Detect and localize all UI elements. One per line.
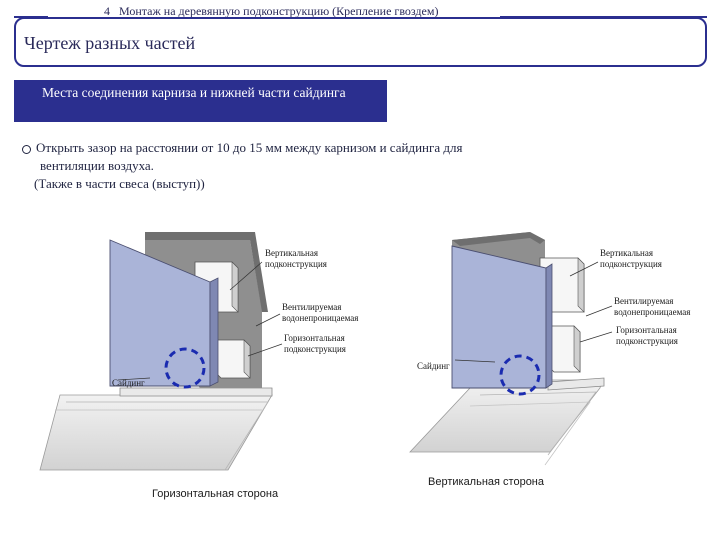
left-label-vertical-line1: Вертикальная <box>265 248 318 258</box>
right-label-vertical-line2: подконструкция <box>600 259 662 269</box>
left-leader-membrane <box>255 313 281 327</box>
right-diagram <box>409 232 613 466</box>
right-label-siding: Сайдинг <box>417 361 450 371</box>
header-title: 4 Монтаж на деревянную подконструкцию (К… <box>104 4 438 19</box>
right-siding-panel <box>451 245 547 389</box>
right-label-membrane-line2: водонепроницаемая <box>614 307 691 317</box>
right-ground-edge-2 <box>469 401 591 466</box>
right-label-horizontal-substructure: Горизонтальная подконструкция <box>616 325 678 347</box>
left-ground-slab <box>39 394 273 471</box>
left-wall-top <box>145 232 268 312</box>
right-leader-siding <box>454 359 496 363</box>
right-horizontal-board-side <box>573 325 581 373</box>
left-leader-horizontal <box>247 343 283 357</box>
left-diagram <box>39 232 283 471</box>
right-vertical-board-side <box>577 257 585 313</box>
header-number: 4 <box>104 4 110 18</box>
left-label-siding: Сайдинг <box>112 378 145 388</box>
bullet-circle-icon <box>22 145 31 154</box>
title-box <box>14 17 707 67</box>
left-label-membrane-line1: Вентилируемая <box>282 302 342 312</box>
right-gap-highlight-circle <box>499 354 541 396</box>
left-leader-siding <box>117 377 151 381</box>
right-leader-membrane <box>585 305 613 317</box>
left-label-vertical-substructure: Вертикальная подконструкция <box>265 248 327 270</box>
bullet-line-3: (Также в части свеса (выступ)) <box>34 176 205 191</box>
left-label-horizontal-substructure: Горизонтальная подконструкция <box>284 333 346 355</box>
section-title: Места соединения карниза и нижней части … <box>42 85 346 100</box>
right-label-horizontal-line2: подконструкция <box>616 336 678 346</box>
right-siding-edge <box>545 263 553 389</box>
left-ground-edge <box>66 401 269 471</box>
right-label-membrane-line1: Вентилируемая <box>614 296 674 306</box>
left-vertical-board-side <box>231 261 239 313</box>
bullet-line-2: вентиляции воздуха. <box>40 158 154 173</box>
right-leader-horizontal <box>579 331 613 343</box>
right-ground-slab <box>409 379 603 453</box>
left-label-membrane: Вентилируемая водонепроницаемая <box>282 302 358 324</box>
header-text: Монтаж на деревянную подконструкцию (Кре… <box>119 4 439 18</box>
left-horizontal-board-side <box>243 339 251 379</box>
section-bar <box>14 80 387 122</box>
left-label-membrane-line2: водонепроницаемая <box>282 313 359 323</box>
left-leader-vertical <box>229 261 263 291</box>
right-label-vertical-substructure: Вертикальная подконструкция <box>600 248 662 270</box>
right-wall-top <box>452 232 545 246</box>
left-diagram-caption: Горизонтальная сторона <box>152 488 279 500</box>
bullet-line-1: Открыть зазор на расстоянии от 10 до 15 … <box>36 140 463 155</box>
left-cornice <box>119 387 273 397</box>
left-label-vertical-line2: подконструкция <box>265 259 327 269</box>
right-ground-edge <box>479 391 597 456</box>
right-label-horizontal-line1: Горизонтальная <box>616 325 677 335</box>
right-diagram-caption: Вертикальная сторона <box>428 476 544 488</box>
right-leader-vertical <box>569 261 599 277</box>
left-gap-highlight-circle <box>164 347 206 389</box>
left-label-horizontal-line1: Горизонтальная <box>284 333 345 343</box>
right-label-membrane: Вентилируемая водонепроницаемая <box>614 296 690 318</box>
right-label-vertical-line1: Вертикальная <box>600 248 653 258</box>
left-siding-edge <box>209 277 219 387</box>
right-cornice <box>547 377 605 391</box>
left-label-horizontal-line2: подконструкция <box>284 344 346 354</box>
page-title: Чертеж разных частей <box>24 33 196 53</box>
